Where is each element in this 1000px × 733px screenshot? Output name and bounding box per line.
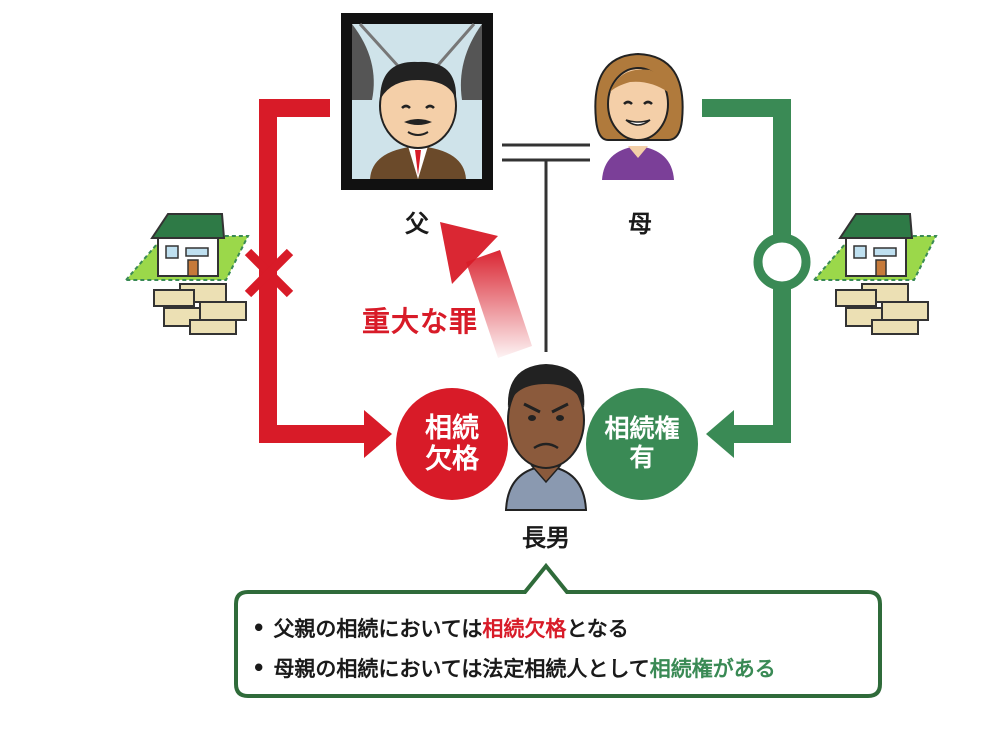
entitled-badge-line1: 相続権	[604, 414, 680, 444]
circle-mark-icon	[753, 233, 811, 291]
mother-label: 母	[628, 210, 652, 238]
callout-line1-part3: となる	[566, 617, 629, 641]
disqualified-badge: 相続 欠格	[396, 388, 508, 500]
red-arrowhead-icon	[364, 410, 392, 458]
callout-line2-part3: として	[587, 657, 650, 681]
mother-figure	[594, 52, 684, 180]
callout-box	[234, 562, 882, 698]
entitled-badge: 相続権 有	[586, 388, 698, 500]
callout-text: • 父親の相続においては 相続欠格 となる • 母親の相続においては 法定相続人…	[252, 608, 862, 688]
callout-line2-part1: 母親の相続においては	[273, 657, 483, 681]
callout-line-mother: • 母親の相続においては 法定相続人 として 相続権 がある	[252, 648, 862, 688]
callout-line1-part2: 相続欠格	[482, 617, 567, 641]
serious-crime-label: 重大な罪	[362, 305, 479, 338]
son-figure	[504, 364, 588, 511]
father-portrait	[341, 13, 493, 190]
disqualified-badge-line1: 相続	[425, 412, 479, 444]
callout-line1-part1: 父親の相続においては	[273, 617, 483, 641]
entitled-badge-line2: 有	[629, 443, 655, 472]
house-icon	[811, 213, 938, 281]
arrow-icon	[440, 222, 532, 358]
callout-line2-part5: がある	[712, 657, 776, 681]
money-stack-icon	[835, 283, 929, 335]
callout-line-father: • 父親の相続においては 相続欠格 となる	[252, 608, 862, 648]
money-stack-icon	[153, 283, 247, 335]
son-label: 長男	[522, 524, 570, 552]
green-arrowhead-icon	[706, 410, 734, 458]
callout-line2-part2: 法定相続人	[482, 657, 588, 681]
disqualified-badge-line2: 欠格	[425, 444, 479, 475]
bullet: •	[252, 616, 266, 640]
bullet: •	[252, 656, 266, 680]
callout-line2-part4: 相続権	[649, 657, 713, 681]
father-label: 父	[405, 210, 429, 238]
marriage-line	[502, 143, 590, 162]
house-icon	[123, 213, 250, 281]
cross-mark-icon	[244, 248, 294, 298]
